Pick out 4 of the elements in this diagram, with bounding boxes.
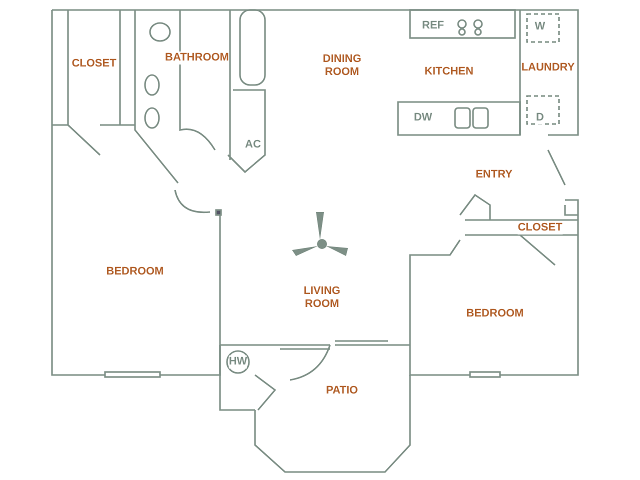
fixture-label: HW bbox=[228, 356, 248, 368]
appliance-label: D bbox=[536, 112, 544, 124]
room-label: CLOSET bbox=[518, 222, 562, 234]
room-label: BATHROOM bbox=[165, 52, 229, 64]
